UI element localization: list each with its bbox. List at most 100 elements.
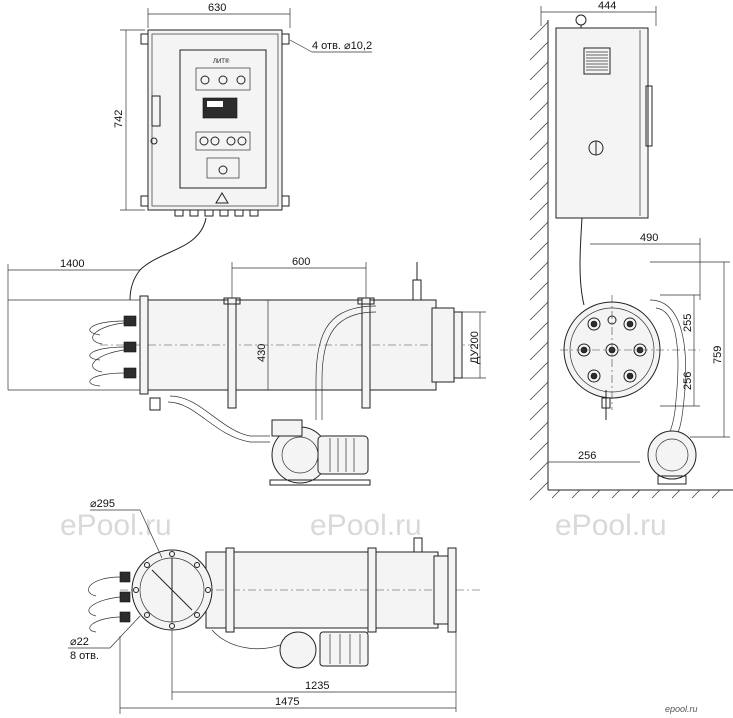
reactor-top-view	[88, 537, 480, 669]
side-pump-base	[657, 475, 687, 485]
dim-256v-label: 256	[682, 372, 694, 390]
dim-255-label: 255	[682, 314, 694, 332]
air-valve	[412, 279, 422, 301]
side-cable	[579, 217, 585, 306]
lamp-connectors	[123, 315, 137, 379]
dim-430-label: 430	[256, 344, 268, 362]
floor-hatching	[551, 489, 721, 499]
dim-256h-label: 256	[578, 450, 596, 462]
cabinet-side-body	[555, 27, 649, 219]
mount-ear-tr	[281, 33, 290, 45]
watermark-1: ePool.ru	[60, 509, 172, 542]
motor-fins	[329, 438, 355, 472]
dim-d295-label: ⌀295	[90, 498, 115, 510]
corner-logo: epool.ru	[665, 704, 698, 714]
lamp-wires	[89, 320, 125, 387]
grille-slots	[586, 51, 608, 71]
reactor-side-view	[560, 217, 700, 485]
panel-button-4	[237, 136, 247, 146]
cable-glands	[174, 209, 259, 217]
selector-switch	[218, 165, 228, 175]
button-block	[195, 131, 251, 151]
control-cabinet-front: ЛИТ®	[140, 29, 290, 217]
dim-cabinet-height: 742	[113, 29, 145, 211]
support-flange-1	[227, 297, 237, 409]
dim-1235-label: 1235	[305, 680, 329, 692]
top-pump-motor	[319, 631, 369, 667]
switch-block	[206, 157, 240, 179]
top-lamp-connectors	[119, 571, 131, 623]
lamp-block	[195, 67, 251, 91]
mount-ear-br	[281, 195, 290, 207]
watermark-2: ePool.ru	[310, 509, 422, 542]
front-dimensions: 1400 600 430 ДУ200	[7, 256, 486, 391]
holes-callout: 4 отв. ⌀10,2	[289, 39, 372, 53]
holes-label: 4 отв. ⌀10,2	[312, 40, 372, 52]
top-outlet-flange	[447, 547, 457, 633]
side-hinge	[645, 85, 653, 147]
pump-strainer-lid	[271, 419, 303, 437]
panel-brand: ЛИТ®	[213, 58, 230, 65]
pump-motor	[317, 435, 369, 475]
left-end-cap	[139, 295, 149, 395]
indicator-lamp-1	[200, 75, 210, 85]
top-outlet-pipe	[433, 555, 449, 625]
side-pipe	[649, 299, 686, 437]
display-screen	[207, 101, 223, 107]
wall-hatching	[529, 21, 549, 501]
door-lock	[150, 137, 158, 145]
control-panel	[179, 49, 267, 189]
door-handle	[151, 95, 161, 127]
outlet-pipe	[431, 307, 455, 383]
control-cabinet-side	[555, 14, 653, 219]
flange-bolt-holes	[133, 551, 211, 629]
panel-button-2	[210, 136, 220, 146]
reactor-front-view	[89, 217, 480, 486]
dim-1400-label: 1400	[60, 258, 84, 270]
bypass-pipe	[169, 395, 270, 437]
mount-ear-tl	[140, 33, 149, 45]
ventilation-grille	[583, 47, 611, 75]
top-pump-housing	[279, 631, 317, 669]
side-pump	[647, 430, 697, 480]
pump-base	[269, 479, 371, 486]
panel-button-3	[226, 136, 236, 146]
side-valve	[601, 397, 611, 409]
dim-du200-label: ДУ200	[469, 331, 481, 364]
power-cable	[129, 217, 207, 301]
dim-490-label: 490	[640, 232, 658, 244]
high-voltage-sign	[215, 192, 229, 204]
cabinet-body	[147, 29, 283, 211]
lifting-eye	[575, 14, 587, 26]
outlet-flange	[453, 311, 463, 379]
watermarks: ePool.ru ePool.ru ePool.ru	[60, 509, 667, 542]
dim-759-label: 759	[712, 346, 724, 364]
indicator-lamp-2	[218, 75, 228, 85]
dim-cabinet-depth: 444	[540, 0, 657, 26]
return-pipe	[315, 305, 377, 420]
dim-holes-count-label: 8 отв.	[70, 650, 99, 662]
dim-d22-label: ⌀22	[70, 636, 89, 648]
top-flange-2	[367, 547, 377, 633]
top-bypass-pipe	[211, 629, 281, 650]
top-dimensions: ⌀295 ⌀22 8 отв. 1235 1475	[68, 498, 457, 714]
dim-444-label: 444	[598, 0, 616, 12]
side-dimensions: 490 255 256 759 256	[548, 232, 730, 463]
watermark-3: ePool.ru	[555, 509, 667, 542]
wall-and-floor	[529, 20, 733, 501]
support-flange-2	[361, 297, 371, 409]
dim-cabinet-width: 630	[147, 2, 291, 28]
panel-button-1	[199, 136, 209, 146]
top-flange-1	[225, 547, 235, 633]
dim-600-label: 600	[292, 256, 310, 268]
top-lamp-wires	[88, 576, 121, 633]
dim-1475-label: 1475	[275, 696, 299, 708]
indicator-lamp-3	[236, 75, 246, 85]
mount-ear-bl	[140, 195, 149, 207]
top-air-valve	[413, 537, 423, 553]
drain-valve	[149, 397, 161, 411]
dim-742-label: 742	[113, 110, 125, 128]
dim-630-label: 630	[208, 2, 226, 14]
